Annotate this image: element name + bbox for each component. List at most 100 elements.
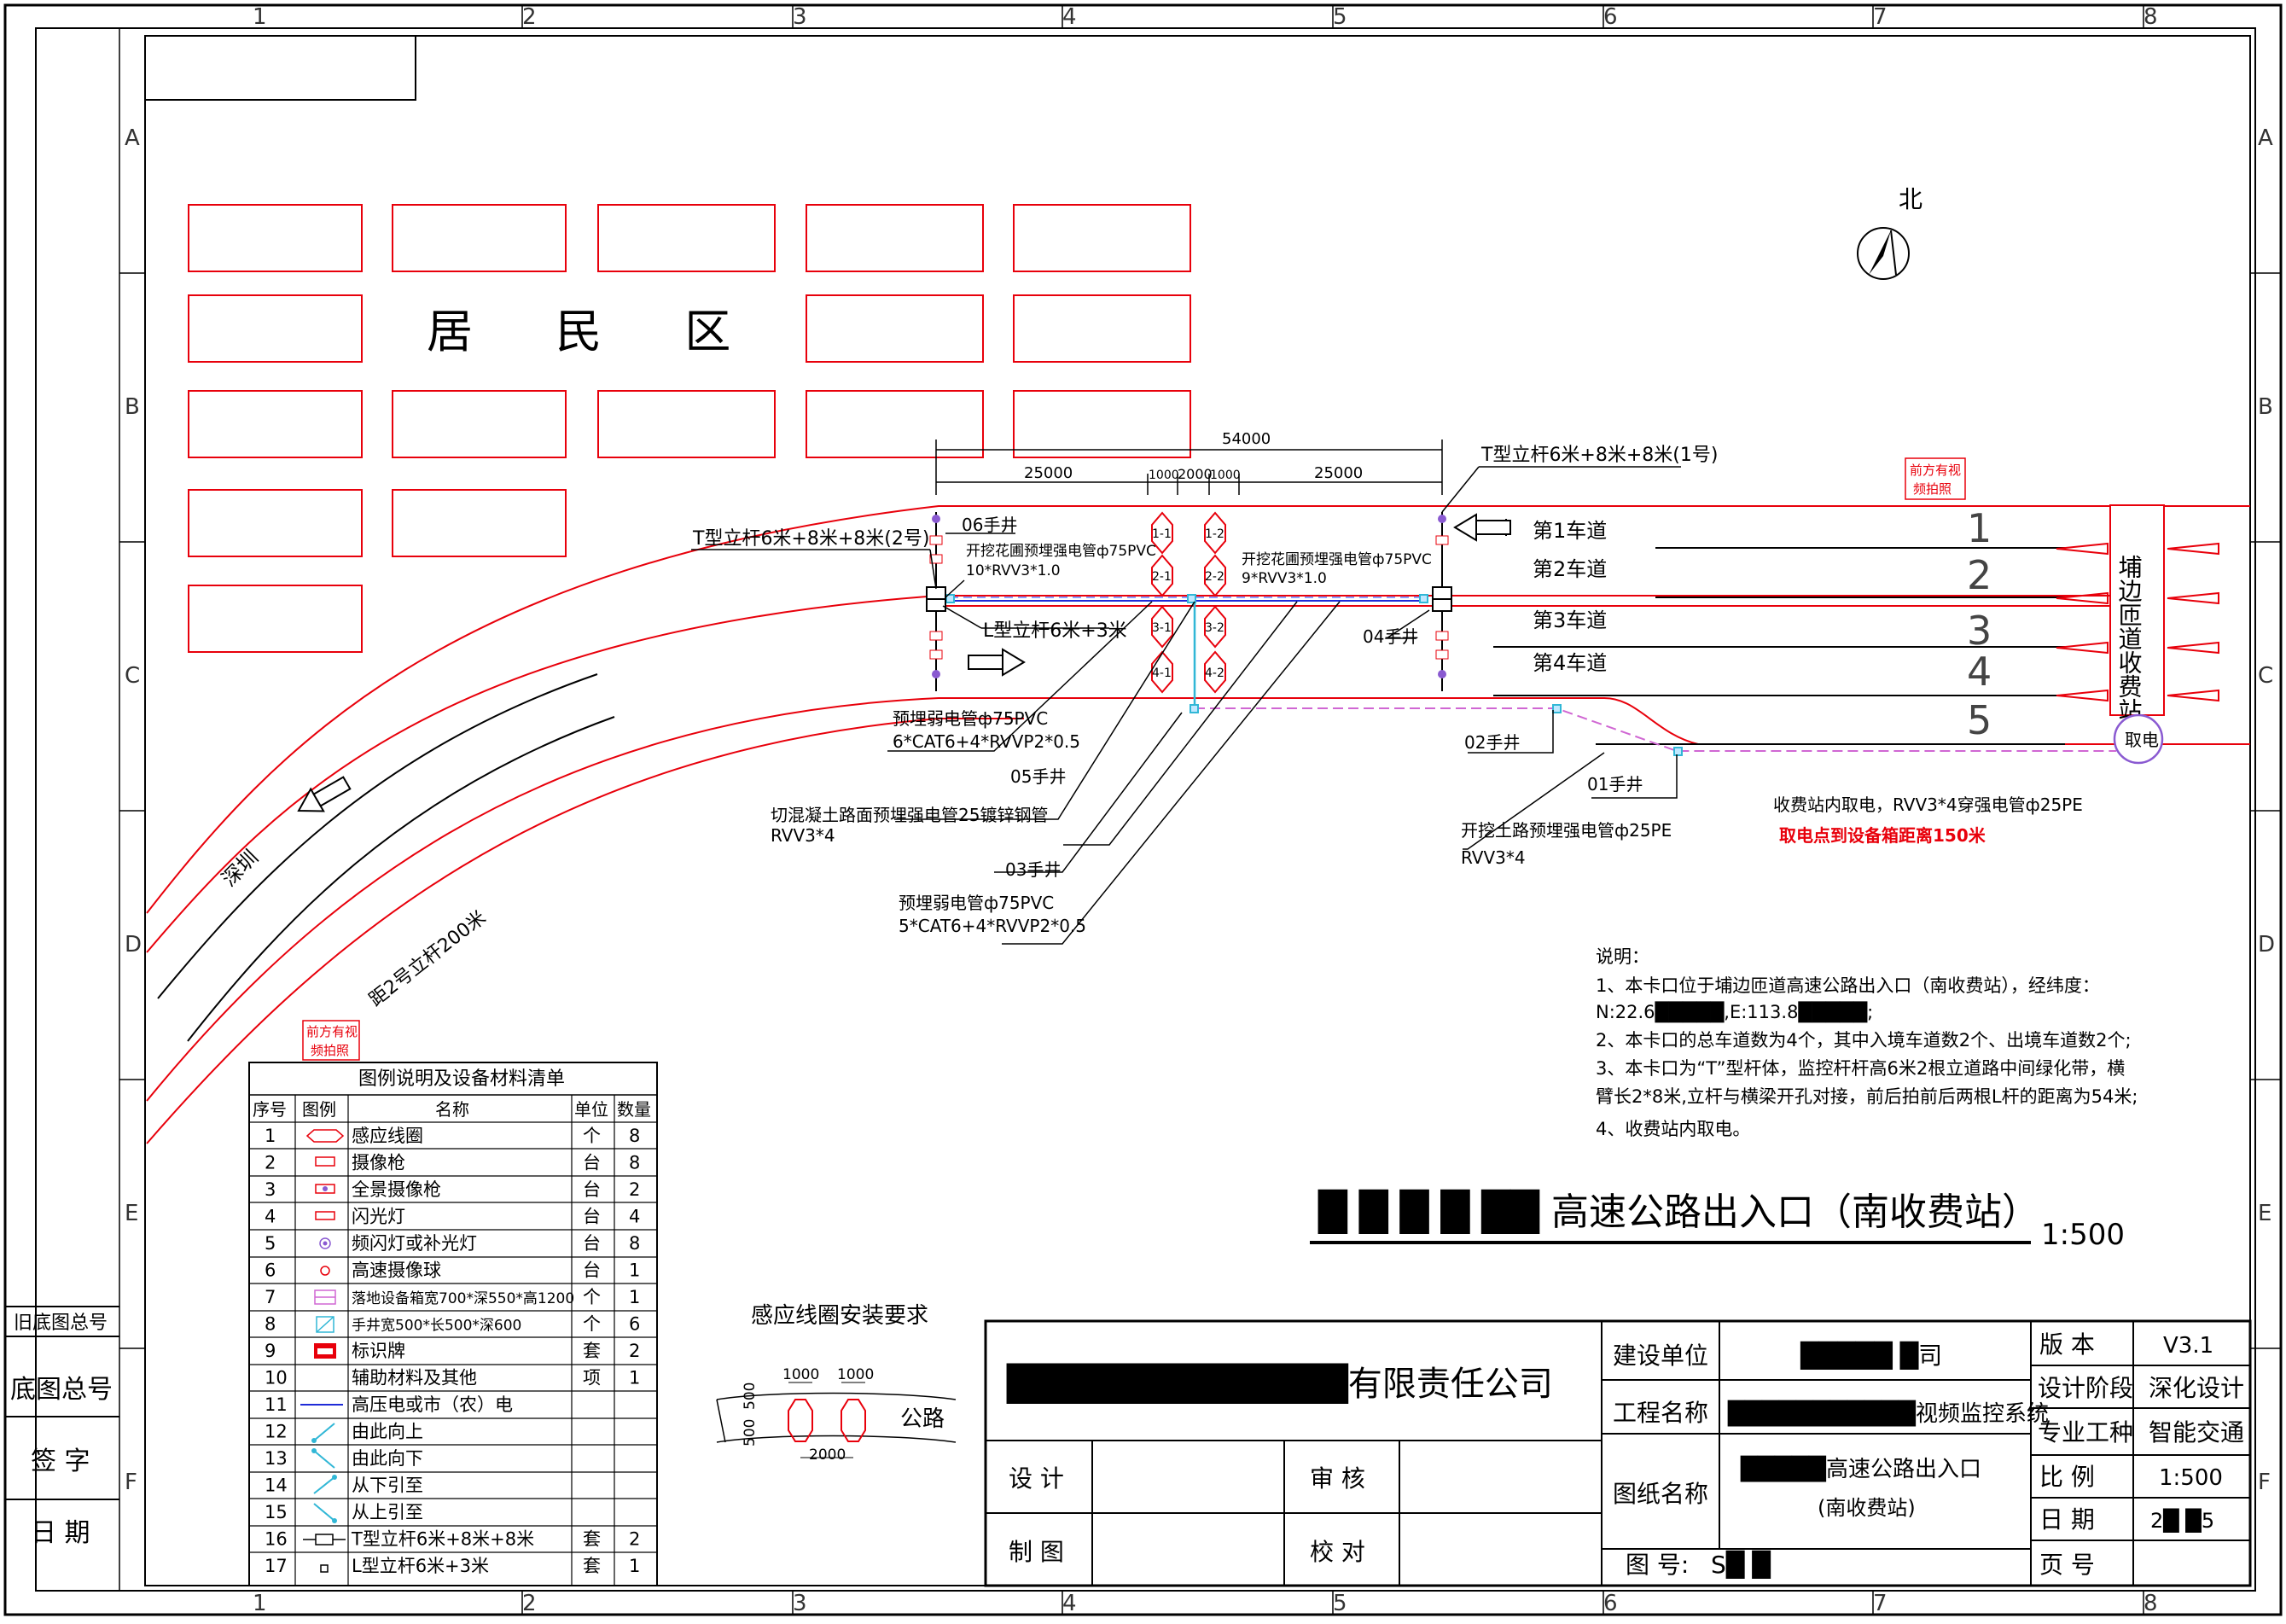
lane-name: 第2车道 (1533, 557, 1607, 581)
annotations: T型立杆6米+8米+8米(2号) T型立杆6米+8米+8米(1号) L型立杆6米… (692, 445, 2083, 936)
pipe-label: 预埋弱电管ф75PVC (899, 893, 1054, 913)
road-edges (146, 505, 2250, 1144)
lane-name: 第3车道 (1533, 608, 1607, 632)
pole1-label: T型立杆6米+8米+8米(1号) (1480, 445, 1718, 466)
notes-title: 说明： (1596, 946, 1649, 967)
legend-cell: 15 (265, 1502, 288, 1522)
dim-1000: 1000 (1149, 469, 1179, 482)
date: 2█ █5 (2150, 1508, 2214, 1533)
design-label: 设 计 (1009, 1464, 1064, 1493)
notes: 说明： 1、本卡口位于埔边匝道高速公路出入口（南收费站），经纬度： N:22.6… (1596, 946, 2138, 1139)
pipe-label: 5*CAT6+4*RVVP2*0.5 (899, 916, 1086, 936)
well-label: 03手井 (1005, 859, 1061, 880)
legend-cell: 11 (265, 1394, 288, 1415)
row-label: F (125, 1470, 137, 1495)
coil-req-dim: 2000 (809, 1446, 846, 1464)
legend-cell: 1 (629, 1368, 640, 1388)
col-label: 7 (1873, 1591, 1888, 1616)
ratio-label: 比 例 (2039, 1463, 2095, 1491)
legend-cell: 套 (583, 1341, 601, 1361)
col-label: 1 (253, 1591, 267, 1616)
well-label: 04手井 (1363, 626, 1418, 647)
toll-station-label: 埔边匝道收费站 (2115, 555, 2143, 722)
legend-cell: 手井宽500*长500*深600 (352, 1318, 521, 1335)
drawing-name: █████高速公路出入口 (1740, 1455, 1981, 1482)
badge-top: 前方有视 频拍照 (1905, 457, 1966, 500)
drawing-label: 图纸名称 (1613, 1480, 1708, 1508)
drawing-no-label: 底图总号 (10, 1375, 113, 1405)
col-label: 4 (1062, 4, 1077, 30)
figno-label: 图 号: (1626, 1551, 1689, 1579)
coil-req-dim: 500 (742, 1419, 759, 1446)
col-label: 6 (1603, 1591, 1618, 1616)
coil-label: 3-1 (1152, 621, 1172, 635)
legend-cell: 8 (265, 1314, 276, 1335)
legend-cell: 14 (265, 1476, 288, 1496)
coil-req-dim: 1000 (837, 1366, 874, 1383)
well-label: 06手井 (962, 515, 1017, 535)
direction-arrows (297, 513, 1511, 812)
badge-line: 前方有视 (306, 1024, 358, 1039)
badge-line: 前方有视 (1910, 463, 1961, 478)
legend-cell: 全景摄像枪 (352, 1179, 441, 1200)
legend-cell: 17 (265, 1556, 288, 1576)
col-label: 8 (2143, 4, 2158, 30)
grid-labels: 1 2 3 4 5 6 7 8 1 2 3 4 5 6 7 8 A B C D … (125, 4, 2275, 1616)
coils (1151, 511, 1226, 694)
coil-req-dim: 500 (742, 1382, 759, 1410)
legend-cell: 1 (265, 1126, 276, 1146)
legend-cell: 台 (583, 1207, 601, 1227)
power-label: 取电 (2125, 730, 2159, 750)
badge-legend: 前方有视 频拍照 (302, 1020, 360, 1061)
pole-1 (1432, 512, 1452, 691)
main-title: █ █ █ █ ██ 高速公路出入口（南收费站） (1318, 1189, 2039, 1234)
notes-line: 臂长2*8米,立杆与横梁开孔对接，前后拍前后两根L杆的距离为54米; (1596, 1086, 2138, 1107)
row-label: E (125, 1201, 138, 1226)
legend-cell: 高速摄像球 (352, 1260, 441, 1281)
company-name: █████████████有限责任公司 (1006, 1363, 1553, 1404)
coil-requirement: 感应线圈安装要求 1000 1000 2000 500 500 公路 (716, 1303, 957, 1464)
stage-label: 设计阶段 (2038, 1374, 2133, 1402)
coil-req-title: 感应线圈安装要求 (751, 1303, 928, 1329)
row-label: B (125, 394, 140, 420)
legend-cell: 5 (265, 1233, 276, 1254)
row-label: D (125, 932, 142, 958)
lane-number: 1 (1967, 505, 1992, 551)
legend-cell: 4 (629, 1207, 640, 1227)
legend-header: 序号 (253, 1099, 287, 1120)
lane-labels: 第1车道 第2车道 第3车道 第4车道 1 2 3 4 5 (1533, 505, 1992, 743)
row-label: F (2258, 1470, 2271, 1495)
coil-label: 1-1 (1152, 527, 1172, 541)
legend-cell: 台 (583, 1179, 601, 1200)
legend-cell: 8 (629, 1126, 640, 1146)
legend-cell: 个 (583, 1314, 601, 1335)
main-scale: 1:500 (2041, 1218, 2125, 1252)
pipe-label: 预埋弱电管ф75PVC (893, 708, 1048, 729)
pole-2 (926, 512, 946, 691)
legend-cell: 16 (265, 1529, 288, 1550)
legend-cell: 2 (629, 1341, 640, 1361)
major-label: 专业工种 (2038, 1418, 2133, 1446)
row-label: B (2258, 394, 2273, 420)
legend-cell: 由此向上 (352, 1422, 423, 1442)
pipe-label: 9*RVV3*1.0 (1242, 570, 1327, 587)
pipe-label: RVV3*4 (771, 825, 835, 846)
lane-name: 第1车道 (1533, 519, 1607, 543)
legend-header: 图例 (302, 1099, 336, 1120)
notes-line: 3、本卡口为“T”型杆体，监控杆杆高6米2根立道路中间绿化带，横 (1596, 1058, 2125, 1079)
legend-cell: 4 (265, 1207, 276, 1227)
pipe-label: 6*CAT6+4*RVVP2*0.5 (893, 731, 1080, 752)
dim-1000: 1000 (1210, 469, 1241, 482)
legend-cell: 台 (583, 1260, 601, 1281)
col-label: 6 (1603, 4, 1618, 30)
toll-islands (2056, 542, 2219, 702)
legend-cell: L型立杆6米+3米 (352, 1556, 489, 1576)
version: V3.1 (2163, 1333, 2213, 1359)
coil-label: 1-2 (1205, 527, 1224, 541)
old-drawing-no-label: 旧底图总号 (14, 1313, 108, 1334)
outer-frame (3, 3, 2283, 1616)
grid-frame (35, 27, 2256, 1592)
build-unit: █████ █司 (1800, 1341, 1942, 1370)
col-label: 4 (1062, 1591, 1077, 1616)
coil-labels: 1-1 1-2 2-1 2-2 3-1 3-2 4-1 4-2 (1152, 527, 1224, 680)
